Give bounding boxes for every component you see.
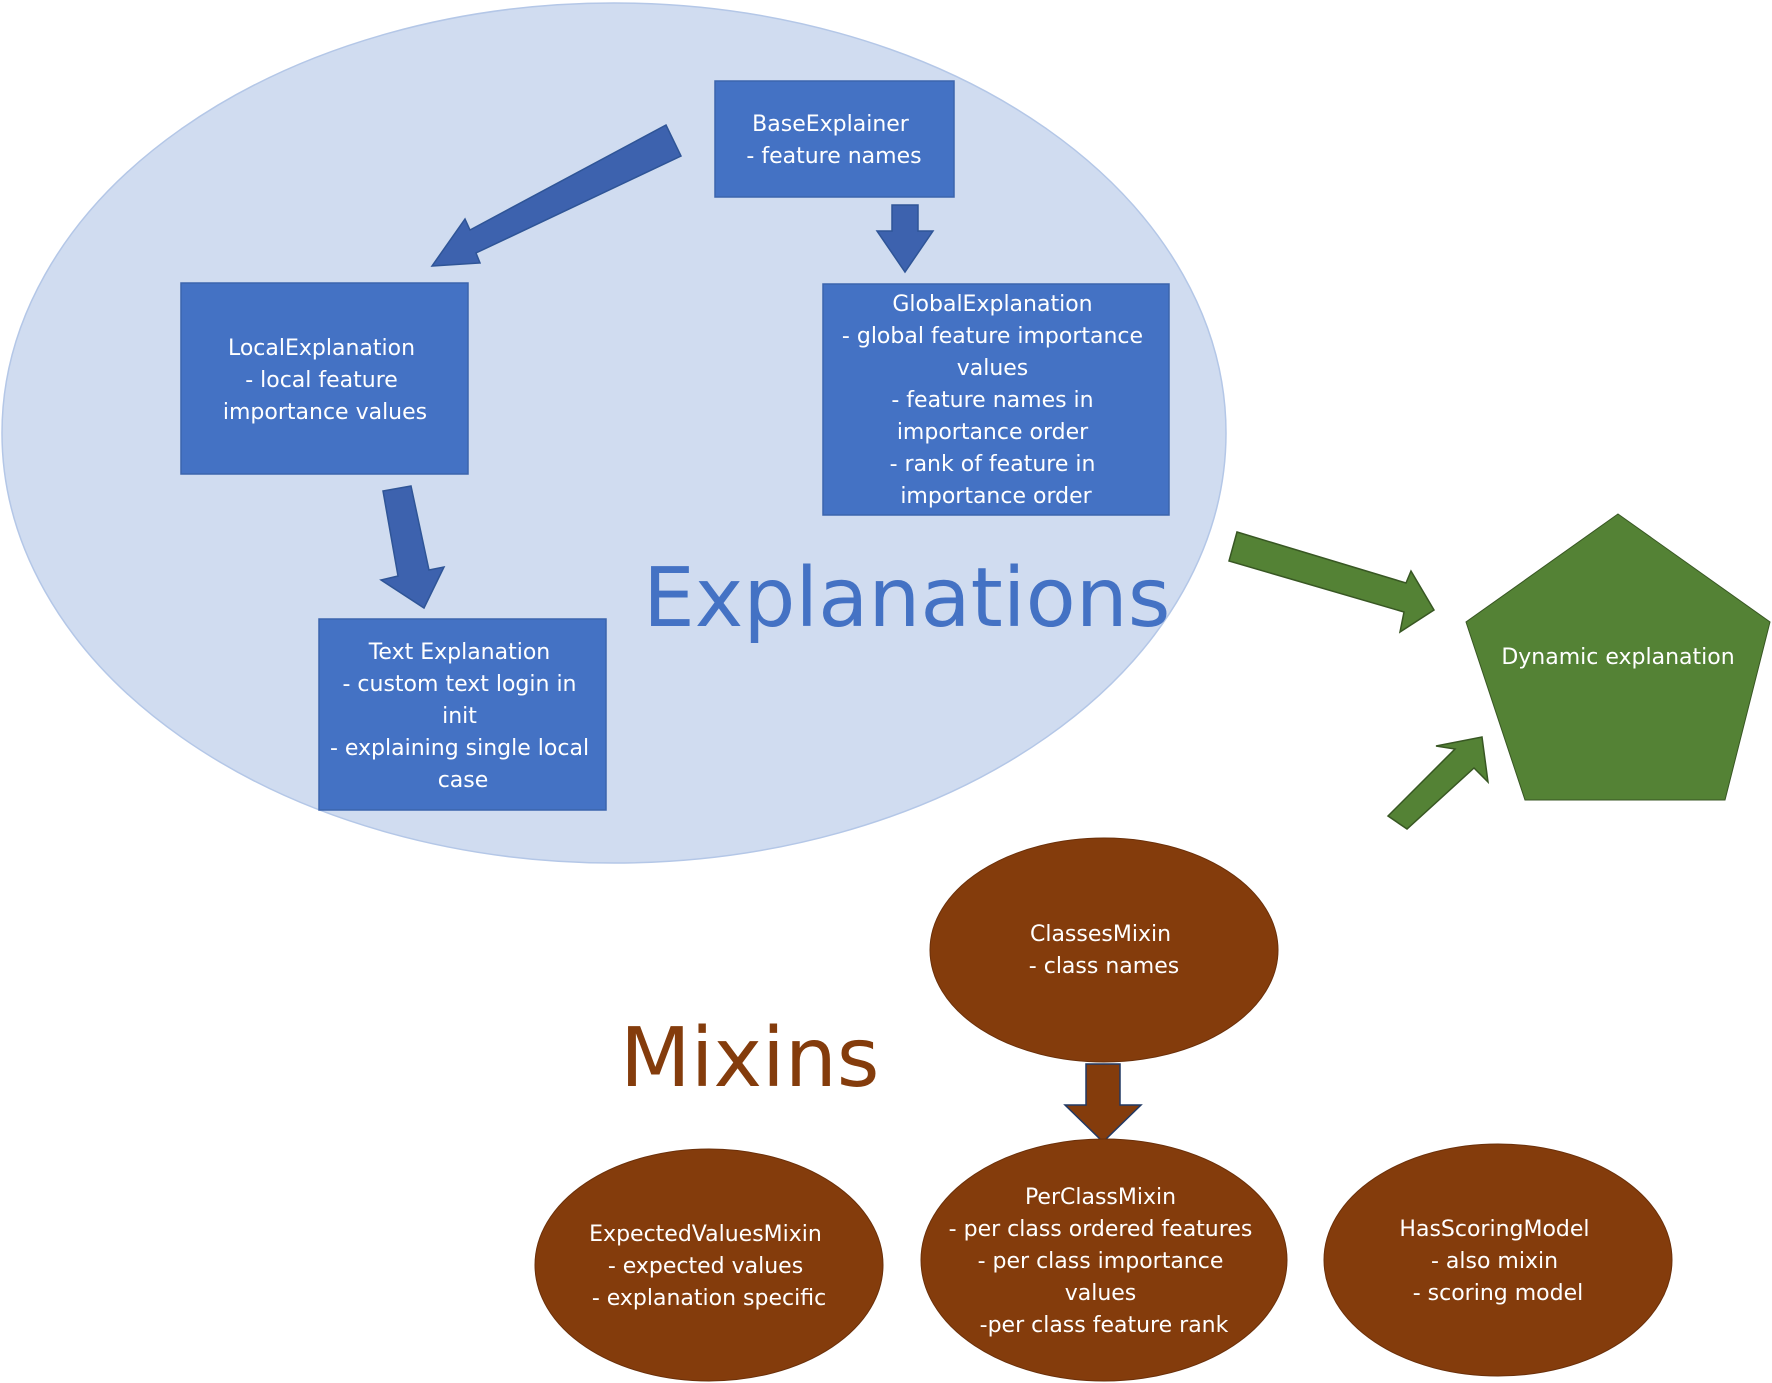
classes-mixin-node: ClassesMixin - class names — [929, 837, 1279, 1063]
global-explanation-text: GlobalExplanation - global feature impor… — [842, 292, 1150, 509]
arrow-base-to-global — [875, 204, 935, 274]
classes-mixin-text: ClassesMixin - class names — [1029, 922, 1179, 979]
dynamic-explanation-label: Dynamic explanation — [1501, 645, 1734, 670]
per-class-mixin-text: PerClassMixin - per class ordered featur… — [949, 1185, 1260, 1338]
explanations-region — [1, 2, 1227, 864]
base-explainer-text: BaseExplainer - feature names — [746, 112, 921, 169]
dynamic-explanation-shape — [1465, 513, 1771, 801]
global-explanation-box: GlobalExplanation - global feature impor… — [822, 283, 1170, 516]
arrow-mixins-to-dynamic — [1386, 736, 1490, 830]
text-explanation-box: Text Explanation - custom text login in … — [318, 618, 607, 811]
arrow-base-to-local — [430, 123, 683, 267]
mixins-title: Mixins — [620, 1011, 880, 1106]
expected-values-mixin-text: ExpectedValuesMixin - expected values - … — [589, 1222, 829, 1311]
base-explainer-box: BaseExplainer - feature names — [714, 80, 955, 198]
arrow-local-to-text — [379, 485, 446, 610]
has-scoring-model-text: HasScoringModel - also mixin - scoring m… — [1399, 1217, 1596, 1306]
explanations-title: Explanations — [643, 551, 1170, 646]
local-explanation-box: LocalExplanation - local feature importa… — [180, 282, 469, 475]
per-class-mixin-node: PerClassMixin - per class ordered featur… — [920, 1138, 1288, 1382]
expected-values-mixin-node: ExpectedValuesMixin - expected values - … — [534, 1148, 884, 1382]
has-scoring-model-node: HasScoringModel - also mixin - scoring m… — [1323, 1143, 1673, 1377]
text-explanation-text: Text Explanation - custom text login in … — [330, 640, 596, 793]
arrow-classes-to-perclass — [1063, 1063, 1143, 1144]
local-explanation-text: LocalExplanation - local feature importa… — [223, 336, 427, 425]
arrow-explanations-to-dynamic — [1228, 531, 1436, 634]
